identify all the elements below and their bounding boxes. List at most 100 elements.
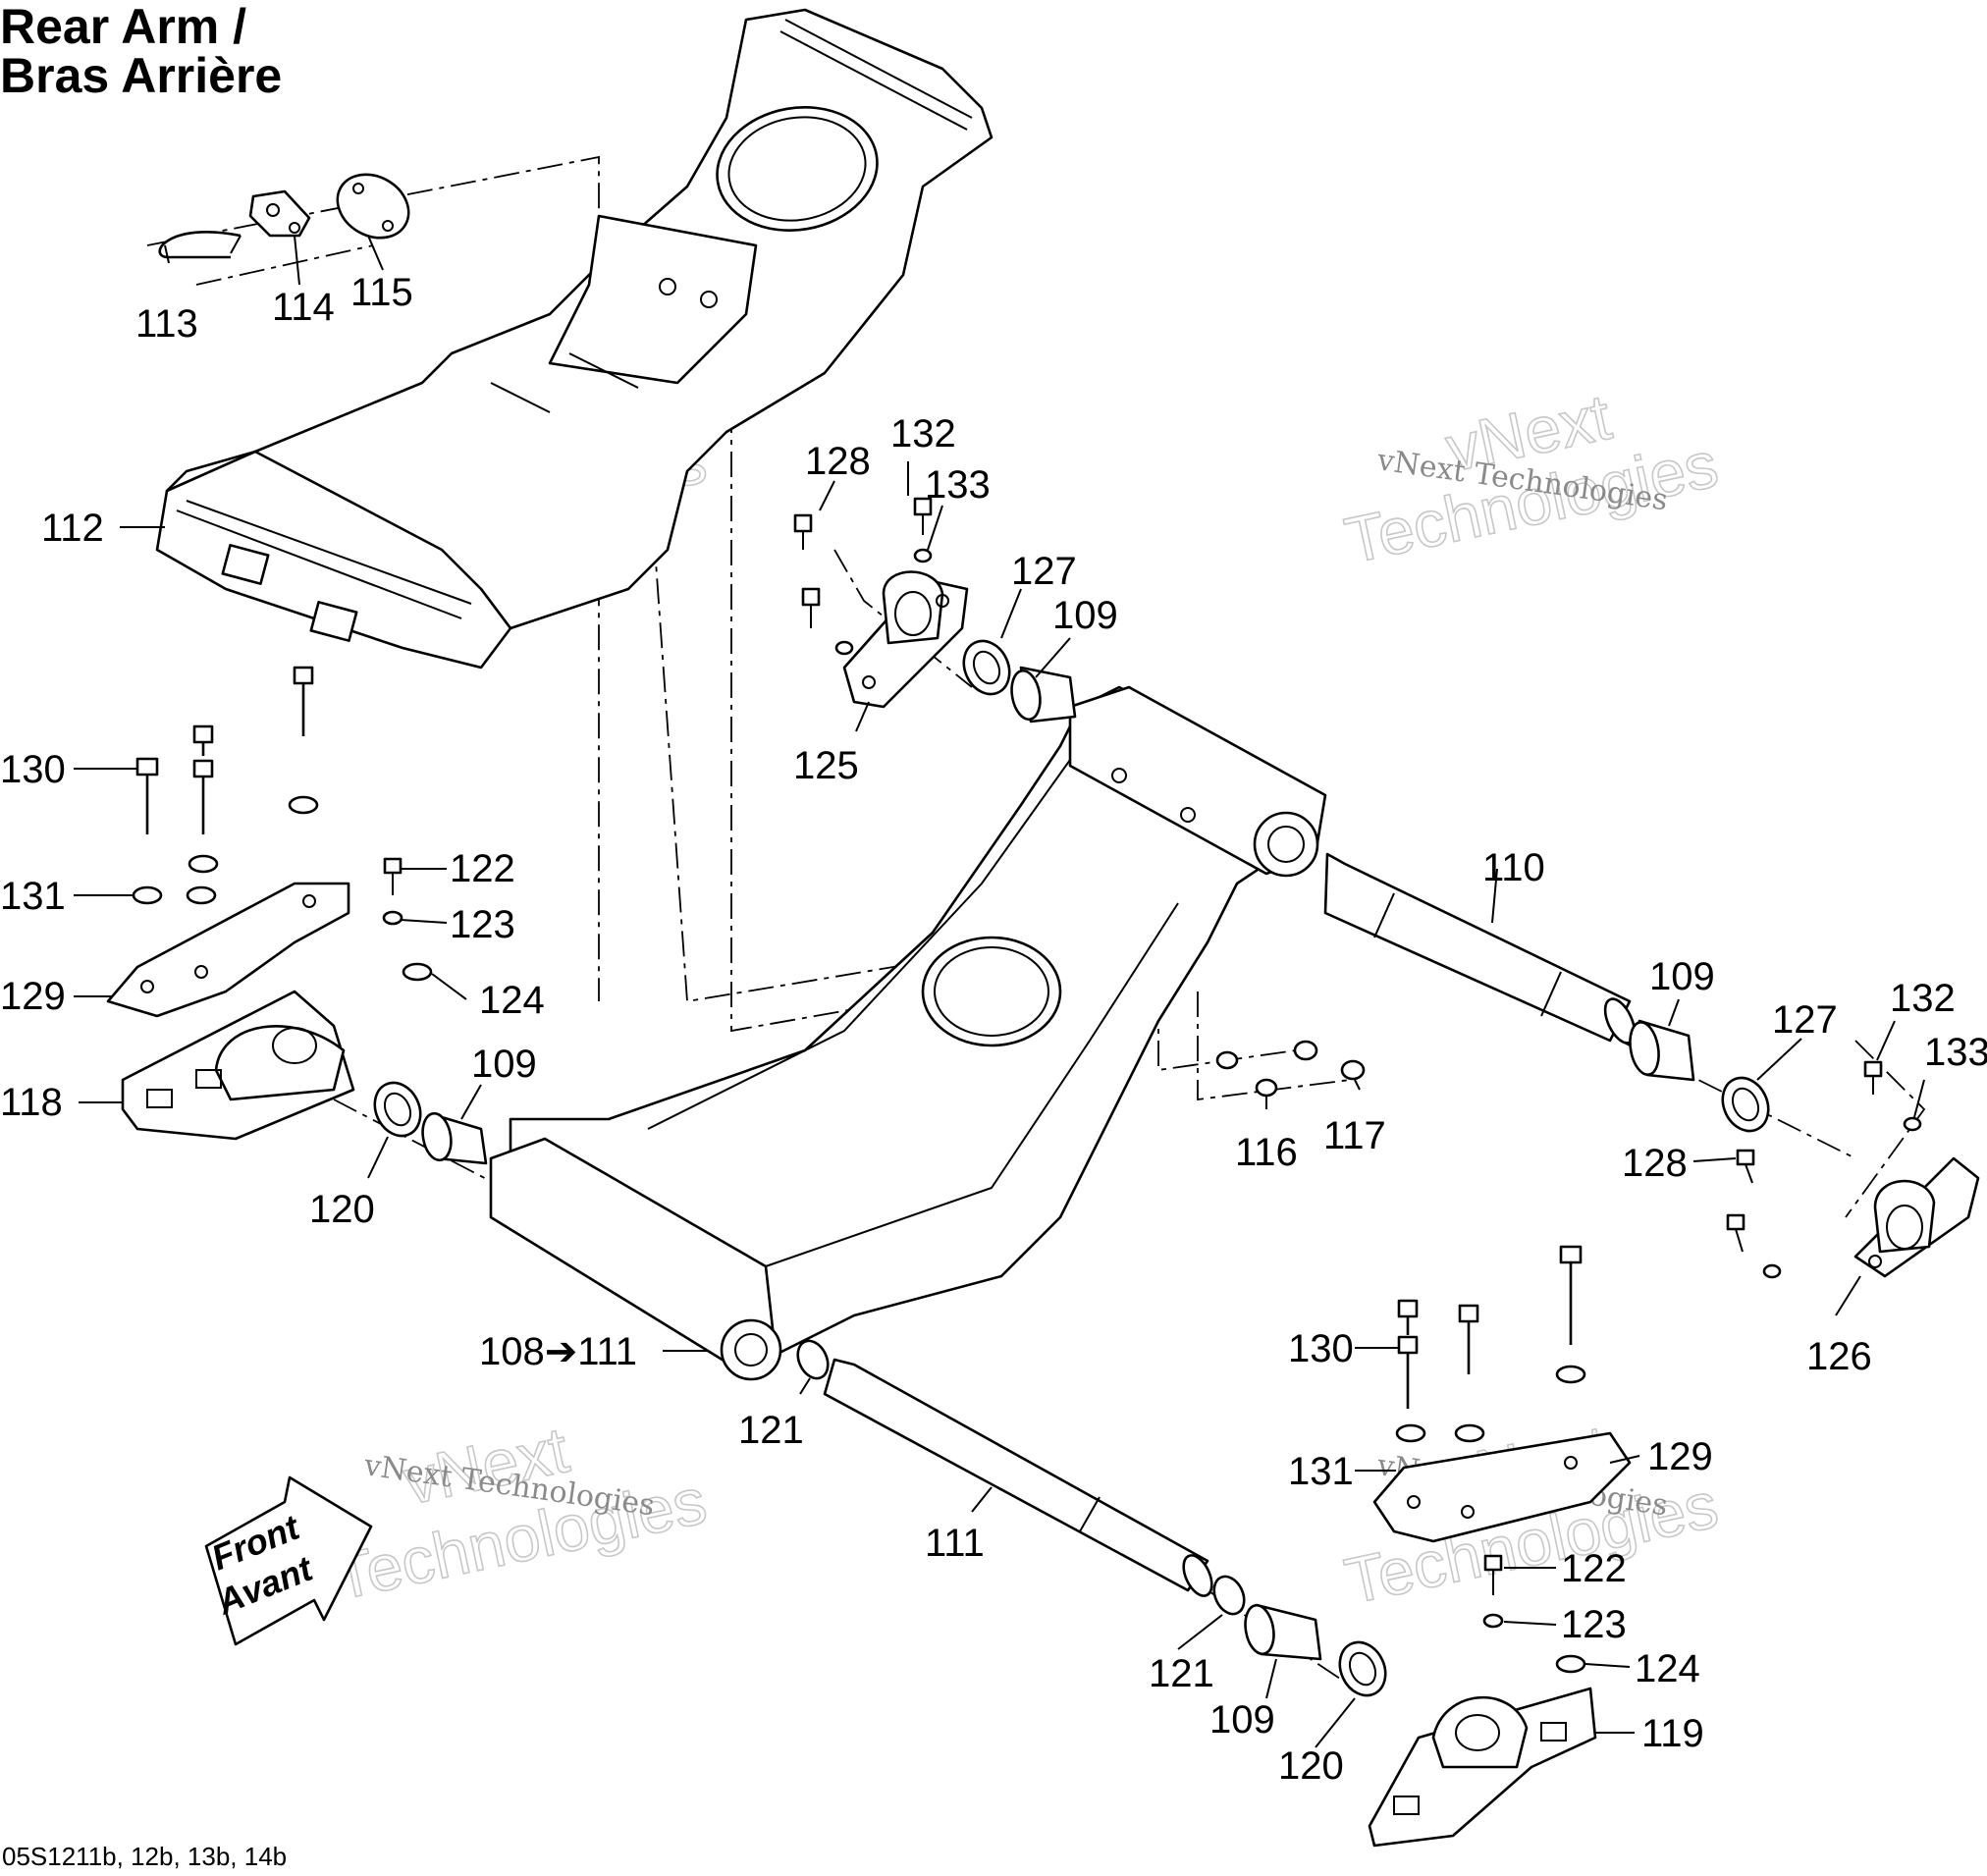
title-line-english: Rear Arm / — [0, 0, 247, 54]
part-120-washer — [373, 1081, 422, 1138]
part-130-bolt — [192, 759, 214, 834]
part-132-bolt — [913, 497, 933, 535]
part-130-bolt — [135, 757, 159, 834]
callout-122: 122 — [1561, 1547, 1627, 1590]
part-130-bolt — [293, 666, 314, 736]
part-130-bolt — [1397, 1335, 1419, 1409]
callout-128: 128 — [1622, 1142, 1688, 1185]
front-direction-arrow: Front Avant — [204, 1475, 373, 1646]
part-126-bracket — [1853, 1156, 1980, 1278]
part-115-gasket — [336, 173, 410, 240]
callout-128: 128 — [805, 440, 871, 483]
part-119-mount — [1368, 1687, 1597, 1848]
part-128-bolt — [1736, 1149, 1755, 1184]
part-131-washer — [1555, 1365, 1586, 1384]
part-109-bushing — [1244, 1603, 1322, 1661]
callout-120: 120 — [1278, 1744, 1344, 1788]
callout-labels: 113 114 115 112 128 132 133 127 109 125 … — [0, 271, 1987, 1788]
callout-123: 123 — [1561, 1603, 1627, 1646]
callout-125: 125 — [793, 744, 859, 787]
part-124-washer — [1555, 1654, 1586, 1674]
callout-111: 111 — [925, 1522, 985, 1565]
callout-115: 115 — [350, 271, 413, 314]
part-111-shaft — [823, 1358, 1213, 1597]
part-121-ring — [1212, 1575, 1246, 1616]
part-116-washer — [1215, 1050, 1239, 1070]
callout-121: 121 — [1149, 1652, 1214, 1695]
part-127-washer — [1721, 1076, 1770, 1133]
callout-132: 132 — [1890, 977, 1956, 1020]
part-116-washer — [1255, 1078, 1278, 1098]
part-133-washer — [1762, 1263, 1782, 1279]
part-130-bolt — [192, 724, 214, 756]
callout-122: 122 — [450, 847, 515, 890]
callout-113: 113 — [135, 302, 198, 346]
part-131-washer — [288, 795, 319, 815]
callout-118: 118 — [0, 1081, 63, 1124]
part-131-washer — [188, 854, 219, 874]
part-129-plate — [106, 882, 350, 1018]
callout-133: 133 — [925, 463, 991, 507]
title-line-french: Bras Arrière — [0, 48, 283, 103]
part-113-pin — [158, 230, 242, 259]
callout-124: 124 — [479, 979, 545, 1022]
callout-132: 132 — [890, 412, 956, 456]
callout-133: 133 — [1924, 1031, 1987, 1074]
part-112-cover — [155, 8, 994, 670]
part-121-ring — [796, 1339, 830, 1380]
callout-130: 130 — [0, 748, 66, 791]
part-131-washer — [1395, 1423, 1426, 1443]
callout-126: 126 — [1806, 1335, 1872, 1378]
drawing-reference: 05S1211b, 12b, 13b, 14b — [2, 1842, 288, 1871]
callout-116: 116 — [1235, 1131, 1298, 1174]
callout-131: 131 — [0, 875, 66, 918]
part-131-washer — [186, 885, 217, 905]
callout-112: 112 — [41, 507, 104, 550]
callout-127: 127 — [1772, 998, 1838, 1042]
callout-124: 124 — [1635, 1647, 1700, 1690]
part-122-bolt — [1483, 1554, 1503, 1595]
part-129-plate — [1372, 1431, 1632, 1543]
part-123-washer — [1482, 1613, 1504, 1629]
part-123-washer — [382, 910, 403, 926]
part-130-bolt — [1559, 1245, 1583, 1345]
callout-123: 123 — [450, 903, 515, 946]
part-125-bracket — [842, 570, 969, 709]
callout-110: 110 — [1482, 846, 1545, 889]
part-124-washer — [402, 962, 433, 982]
leader-lines — [74, 235, 1925, 1748]
part-128-bolt — [801, 587, 821, 628]
part-110-shaft — [1323, 852, 1637, 1045]
part-114-bracket — [248, 189, 311, 238]
part-109-bushing — [1010, 666, 1077, 724]
part-109-bushing — [1629, 1019, 1695, 1082]
part-133-washer — [834, 640, 854, 656]
callout-127: 127 — [1011, 550, 1077, 593]
callout-109: 109 — [1209, 1698, 1275, 1742]
part-128-bolt — [793, 513, 813, 550]
callout-114: 114 — [272, 286, 335, 329]
callout-119: 119 — [1641, 1712, 1704, 1755]
callout-121: 121 — [738, 1409, 804, 1452]
part-118-mount — [121, 990, 355, 1141]
part-117-nut — [1293, 1040, 1318, 1061]
callout-109: 109 — [1052, 594, 1118, 637]
callout-117: 117 — [1323, 1114, 1386, 1157]
part-108-rear-arm — [489, 685, 1327, 1381]
callout-109: 109 — [1649, 955, 1715, 998]
callout-130: 130 — [1288, 1327, 1354, 1370]
page-title: Rear Arm / Bras Arrière — [0, 2, 282, 100]
fastener-group — [132, 497, 1922, 1674]
part-131-washer — [1454, 1423, 1485, 1443]
part-109-bushing — [421, 1111, 488, 1165]
part-132-bolt — [1863, 1060, 1883, 1095]
part-122-bolt — [383, 857, 403, 895]
callout-108-to-111: 108➔111 — [479, 1330, 637, 1373]
part-133-washer — [913, 548, 933, 563]
callout-129: 129 — [0, 975, 66, 1018]
part-131-washer — [132, 885, 163, 905]
part-120-washer — [1338, 1640, 1387, 1697]
callout-131: 131 — [1288, 1450, 1354, 1493]
part-127-washer — [962, 639, 1011, 696]
part-128-bolt — [1726, 1213, 1745, 1253]
